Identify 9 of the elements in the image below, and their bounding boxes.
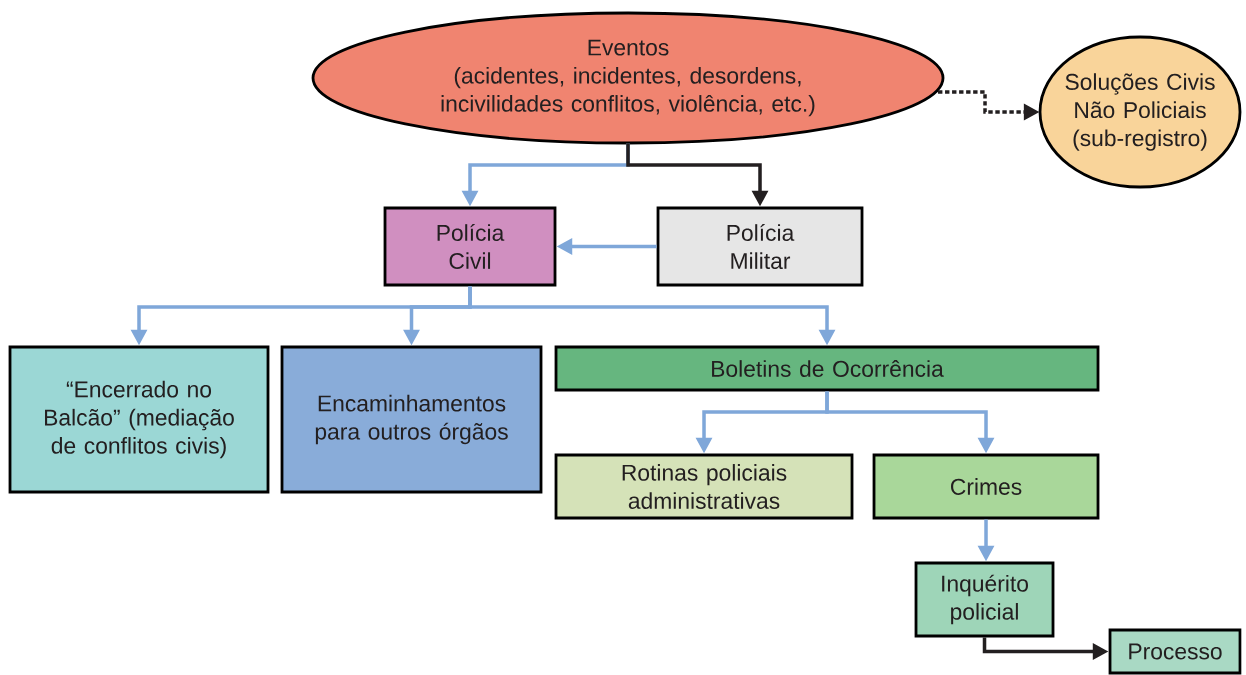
process-box: Encaminhamentos para outros órgãos	[280, 345, 543, 494]
process-box: Crimes	[872, 453, 1100, 520]
process-box: Polícia Civil	[383, 206, 557, 287]
process-box: Boletins de Ocorrência	[554, 345, 1100, 392]
process-box: “Encerrado no Balcão” (mediação de conflitos civis)	[8, 345, 270, 494]
process-box: Rotinas policiais administrativas	[554, 453, 854, 520]
process-box: Inquérito policial	[914, 561, 1055, 638]
process-box: Processo	[1108, 628, 1242, 675]
process-box: Polícia Militar	[656, 206, 864, 287]
